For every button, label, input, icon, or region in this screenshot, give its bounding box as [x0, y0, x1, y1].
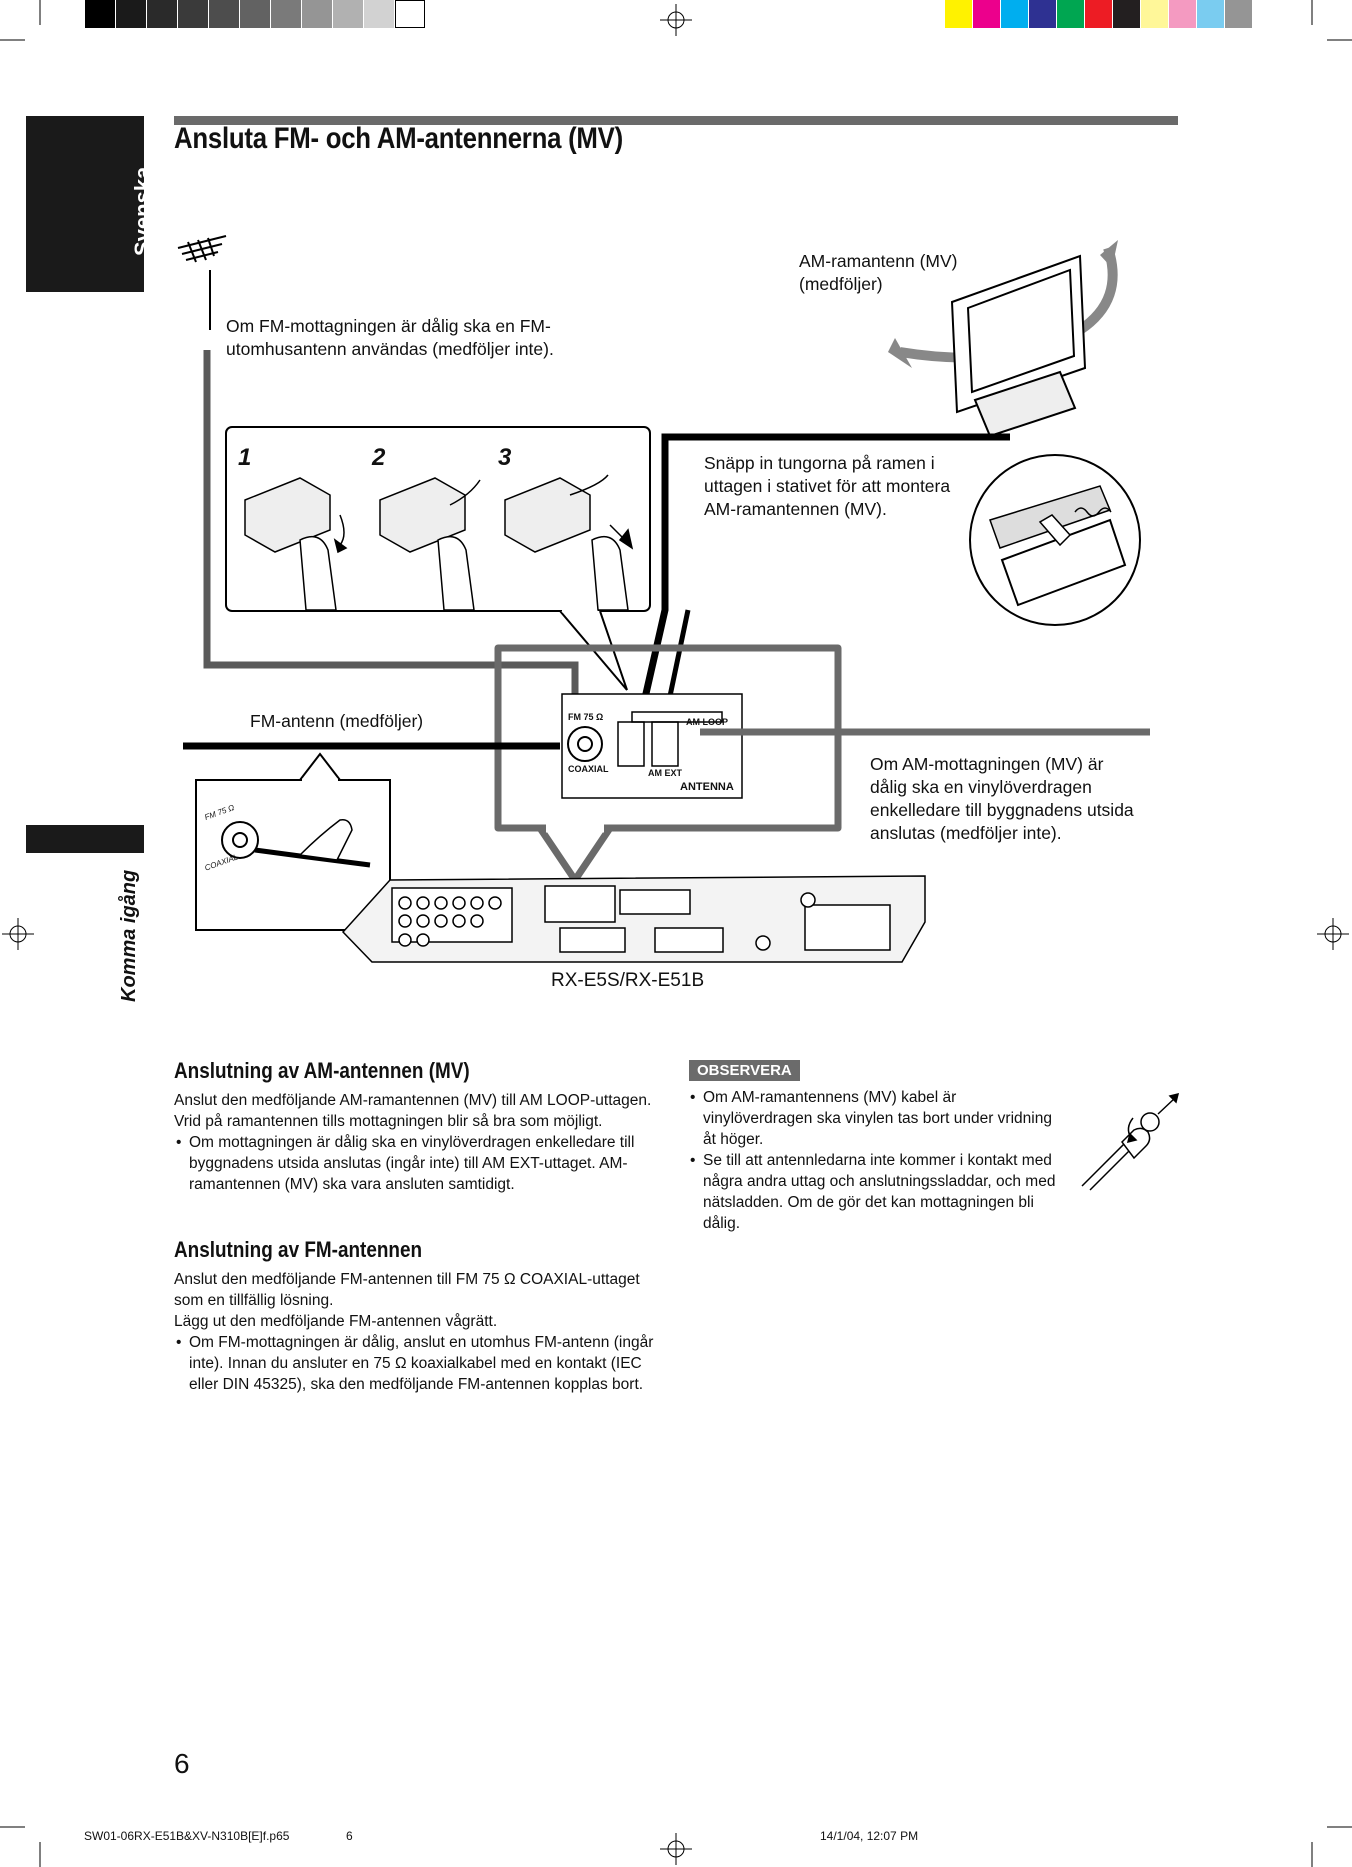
color-swatch [1197, 0, 1224, 28]
step-finger-icons [299, 535, 629, 611]
footer-date: 14/1/04, 12:07 PM [820, 1829, 919, 1843]
am-line-2: Vrid på ramantennen tills mottagningen b… [174, 1113, 603, 1130]
wire-twist-icon [1081, 1092, 1180, 1191]
gray-swatch [333, 0, 363, 28]
color-swatch [1057, 0, 1084, 28]
registration-mark-top [660, 4, 692, 36]
gray-swatch [240, 0, 270, 28]
gray-swatch [302, 0, 332, 28]
panel-am-ext-label: AM EXT [648, 768, 683, 778]
color-swatch [973, 0, 1000, 28]
fm-section-heading: Anslutning av FM-antennen [174, 1237, 423, 1262]
am-outdoor-note: Om AM-mottagningen (MV) är dålig ska en … [870, 754, 1134, 843]
panel-fm-label: FM 75 Ω [568, 712, 604, 722]
section-tab-marker [26, 825, 144, 853]
gray-swatch [178, 0, 208, 28]
fm-line-2: Lägg ut den medföljande FM-antennen vågr… [174, 1313, 498, 1330]
gray-swatch [271, 0, 301, 28]
snap-note: Snäpp in tungorna på ramen i uttagen i s… [704, 453, 951, 519]
title-rule [174, 116, 1178, 125]
am-bullet-1: Om mottagningen är dålig ska en vinylöve… [174, 1132, 656, 1195]
language-tab: Svenska [26, 116, 155, 292]
gray-swatch [364, 0, 394, 28]
loop-stand-detail [969, 454, 1141, 626]
color-swatch [1225, 0, 1252, 28]
observera-body: Om AM-ramantennens (MV) kabel är vinylöv… [688, 1087, 1058, 1234]
gray-swatch [395, 0, 425, 28]
registration-mark-right [1317, 918, 1349, 950]
page-title: Ansluta FM- och AM-antennerna (MV) [174, 122, 623, 155]
fm-antenna-label: FM-antenn (medföljer) [250, 711, 424, 731]
color-swatch [1085, 0, 1112, 28]
fm-bullet-1: Om FM-mottagningen är dålig, anslut en u… [174, 1332, 656, 1395]
color-swatch [945, 0, 972, 28]
gray-swatch [116, 0, 146, 28]
gray-swatch [147, 0, 177, 28]
registration-mark-left [2, 918, 34, 950]
rear-panel-detail [494, 644, 842, 884]
color-swatch [1029, 0, 1056, 28]
fm-section-body: Anslut den medföljande FM-antennen till … [174, 1269, 656, 1395]
registration-mark-bottom [660, 1833, 692, 1865]
color-swatch [1169, 0, 1196, 28]
color-swatch [1001, 0, 1028, 28]
fm-outdoor-note: Om FM-mottagningen är dålig ska en FM-ut… [226, 316, 554, 359]
am-loop-label: AM-ramantenn (MV) (medföljer) [799, 251, 958, 294]
gray-swatch [85, 0, 115, 28]
fm-outdoor-antenna-icon [177, 235, 227, 330]
coaxial-plug-inset [195, 752, 391, 931]
step-number-2: 2 [372, 444, 386, 471]
observera-badge: OBSERVERA [689, 1060, 800, 1081]
step-terminal-icons [244, 477, 591, 553]
receiver-rear-icon [341, 875, 926, 963]
model-label: RX-E5S/RX-E51B [551, 970, 705, 991]
page-number: 6 [174, 1748, 190, 1779]
gray-swatch [209, 0, 239, 28]
am-line-1: Anslut den medföljande AM-ramantennen (M… [174, 1092, 652, 1109]
step-number-3: 3 [498, 444, 512, 471]
observera-bullet-2: Se till att antennledarna inte kommer i … [688, 1150, 1058, 1234]
color-swatch [1113, 0, 1140, 28]
fm-line-1: Anslut den medföljande FM-antennen till … [174, 1271, 640, 1309]
antenna-connection-diagram [177, 235, 1150, 963]
panel-am-loop-label: AM LOOP [686, 717, 728, 727]
panel-coaxial-label: COAXIAL [568, 764, 609, 774]
step-number-1: 1 [238, 444, 252, 471]
observera-bullet-1: Om AM-ramantennens (MV) kabel är vinylöv… [688, 1087, 1058, 1150]
am-section-body: Anslut den medföljande AM-ramantennen (M… [174, 1090, 656, 1195]
am-loop-antenna-icon [888, 240, 1118, 438]
panel-antenna-label: ANTENNA [680, 781, 734, 793]
am-section-heading: Anslutning av AM-antennen (MV) [174, 1058, 470, 1083]
footer-file: SW01-06RX-E51B&XV-N310B[E]f.p65 [84, 1829, 290, 1843]
footer-page: 6 [346, 1829, 353, 1843]
color-swatch [1141, 0, 1168, 28]
